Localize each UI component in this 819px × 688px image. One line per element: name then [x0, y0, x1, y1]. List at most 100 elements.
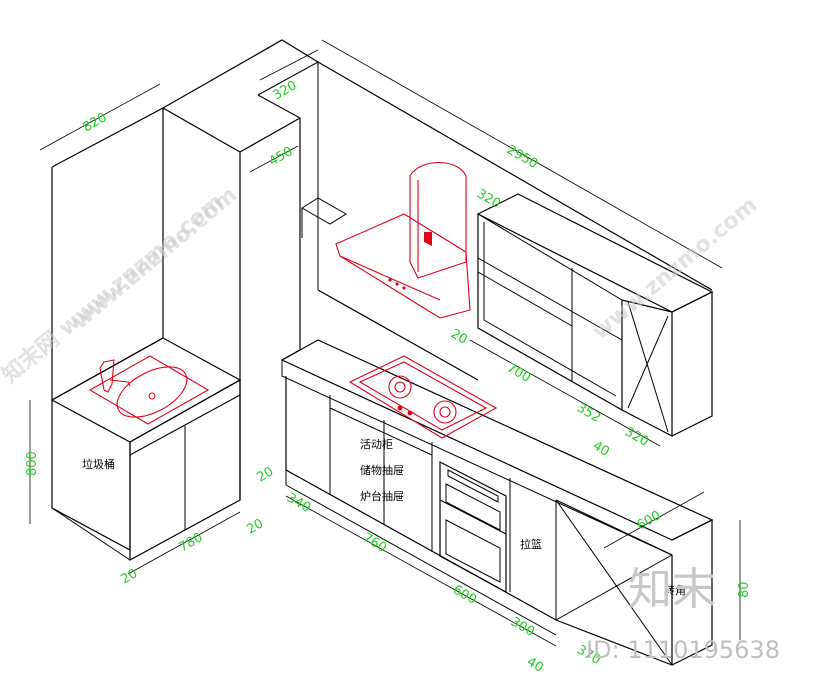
faucet-spout: [109, 379, 131, 387]
hood-btn-1: [388, 278, 392, 282]
corner-cabinet-front: [555, 499, 673, 666]
corner-x-2: [555, 554, 673, 621]
dim-760: 760: [360, 530, 389, 555]
dim-20-corner: 20: [255, 464, 277, 485]
burner-right-inner: [439, 406, 451, 418]
watermark-diag-3: 知末网 www.znzmo.com: [0, 188, 229, 388]
dimension-lines: [29, 39, 741, 647]
dimline-780: [127, 511, 241, 575]
dim-20-left: 20: [448, 326, 470, 347]
wall-cab-x-2: [627, 315, 669, 409]
burner-left-inner: [394, 381, 406, 393]
dim-300: 300: [508, 614, 537, 639]
back-wall-top-left: [162, 39, 319, 109]
drawer-top-line: [329, 407, 433, 456]
wall-cab-inner: [483, 222, 617, 397]
label-drawer-3: 炉台抽屉: [360, 489, 404, 503]
oven-handle: [447, 469, 499, 503]
faucet-icon: [99, 359, 115, 393]
oven-body: [439, 461, 507, 594]
dim-80-right: 80: [737, 581, 752, 598]
knob-2: [407, 410, 413, 416]
dim-320-right: 320: [622, 424, 651, 449]
sink-cabinet-front: [129, 378, 241, 562]
cooktop-icon: [348, 355, 498, 439]
sink-cabinet-side: [51, 400, 131, 552]
dimline-bottom: [285, 495, 557, 647]
cabinet-labels: 垃圾桶 活动柜 储物抽屉 炉台抽屉 拉篮 转角: [82, 438, 686, 597]
range-hood-icon: [335, 162, 471, 319]
counter-edge: [281, 360, 673, 556]
back-wall-base: [317, 289, 479, 381]
hood-chimney: [409, 162, 467, 279]
dim-450: 450: [267, 144, 296, 169]
hood-lip: [339, 255, 441, 301]
hood-logo: [424, 232, 432, 246]
label-corner: 转角: [664, 583, 686, 597]
burner-left: [388, 375, 412, 399]
base-front-bottom: [285, 376, 557, 621]
label-pull-basket: 拉篮: [520, 537, 542, 551]
dim-20-mid: 20: [245, 516, 267, 537]
dim-2950: 2950: [504, 142, 540, 172]
wall-cabinets: [476, 193, 714, 437]
watermarks: www.znzmo.com www.znzmo.com 知末网 www.znzm…: [0, 183, 780, 664]
sink-drain: [148, 392, 156, 400]
id-watermark: ID: 1110195638: [586, 636, 780, 664]
dimline-2950: [321, 39, 723, 269]
oven-split: [439, 499, 507, 535]
dimline-450: [249, 145, 299, 173]
dimline-320-top: [259, 49, 319, 81]
sink-drawer-line: [129, 394, 241, 456]
watermark-diag-2: www.znzmo.com: [588, 193, 762, 345]
main-counter: [280, 339, 714, 666]
dimline-600-right: [603, 491, 705, 549]
right-end-panel: [671, 519, 713, 666]
plinth-line: [285, 484, 557, 636]
dimline-820: [39, 83, 161, 151]
dim-40-counter: 40: [590, 438, 612, 459]
wall-cab-side: [671, 291, 713, 437]
label-drawer-2: 储物抽屉: [360, 463, 404, 477]
corner-x-1: [555, 499, 673, 666]
wall-cab-mid2: [477, 271, 573, 327]
sink-plinth: [51, 507, 131, 561]
sink-icon: [88, 355, 210, 425]
dim-40-bottom: 40: [524, 654, 546, 675]
wall-cab-x-door: [621, 299, 673, 437]
dim-800: 800: [25, 451, 40, 476]
dimension-texts: 820 320 450 2950 320 20 700 352 320 40 8…: [25, 78, 752, 676]
wall-cab-top-edge: [477, 213, 623, 301]
sink-bowl: [116, 366, 188, 418]
walls: [51, 39, 713, 500]
sink-countertop: [50, 337, 242, 443]
pillar-top: [257, 94, 301, 119]
hood-btn-2: [395, 282, 399, 286]
sink-cabinet: [50, 337, 242, 562]
label-drawer-1: 活动柜: [360, 438, 393, 451]
oven-window-upper: [445, 483, 501, 531]
wall-cab-x-1: [627, 301, 669, 433]
dim-20-bottom: 20: [119, 566, 141, 587]
cooktop-outline: [348, 355, 498, 439]
brand-watermark: 知末: [628, 564, 716, 615]
dim-700: 700: [504, 360, 533, 385]
dim-320-hood: 320: [474, 186, 503, 211]
knob-1: [397, 405, 403, 411]
label-sink-cabinet: 垃圾桶: [82, 457, 115, 471]
wall-cab-mid: [477, 257, 623, 341]
burner-right: [433, 400, 457, 424]
dim-320-top: 320: [271, 78, 300, 103]
dim-340: 340: [284, 490, 313, 515]
tall-cabinet-top: [162, 107, 241, 153]
hood-canopy: [335, 213, 471, 319]
cooktop-inner: [358, 361, 488, 431]
back-wall-top: [317, 61, 713, 291]
hood-btn-3: [402, 286, 406, 290]
dim-352: 352: [574, 400, 603, 425]
oven-window-lower: [445, 519, 501, 583]
dim-600-bottom: 600: [450, 582, 479, 607]
wall-shelf: [301, 197, 347, 225]
